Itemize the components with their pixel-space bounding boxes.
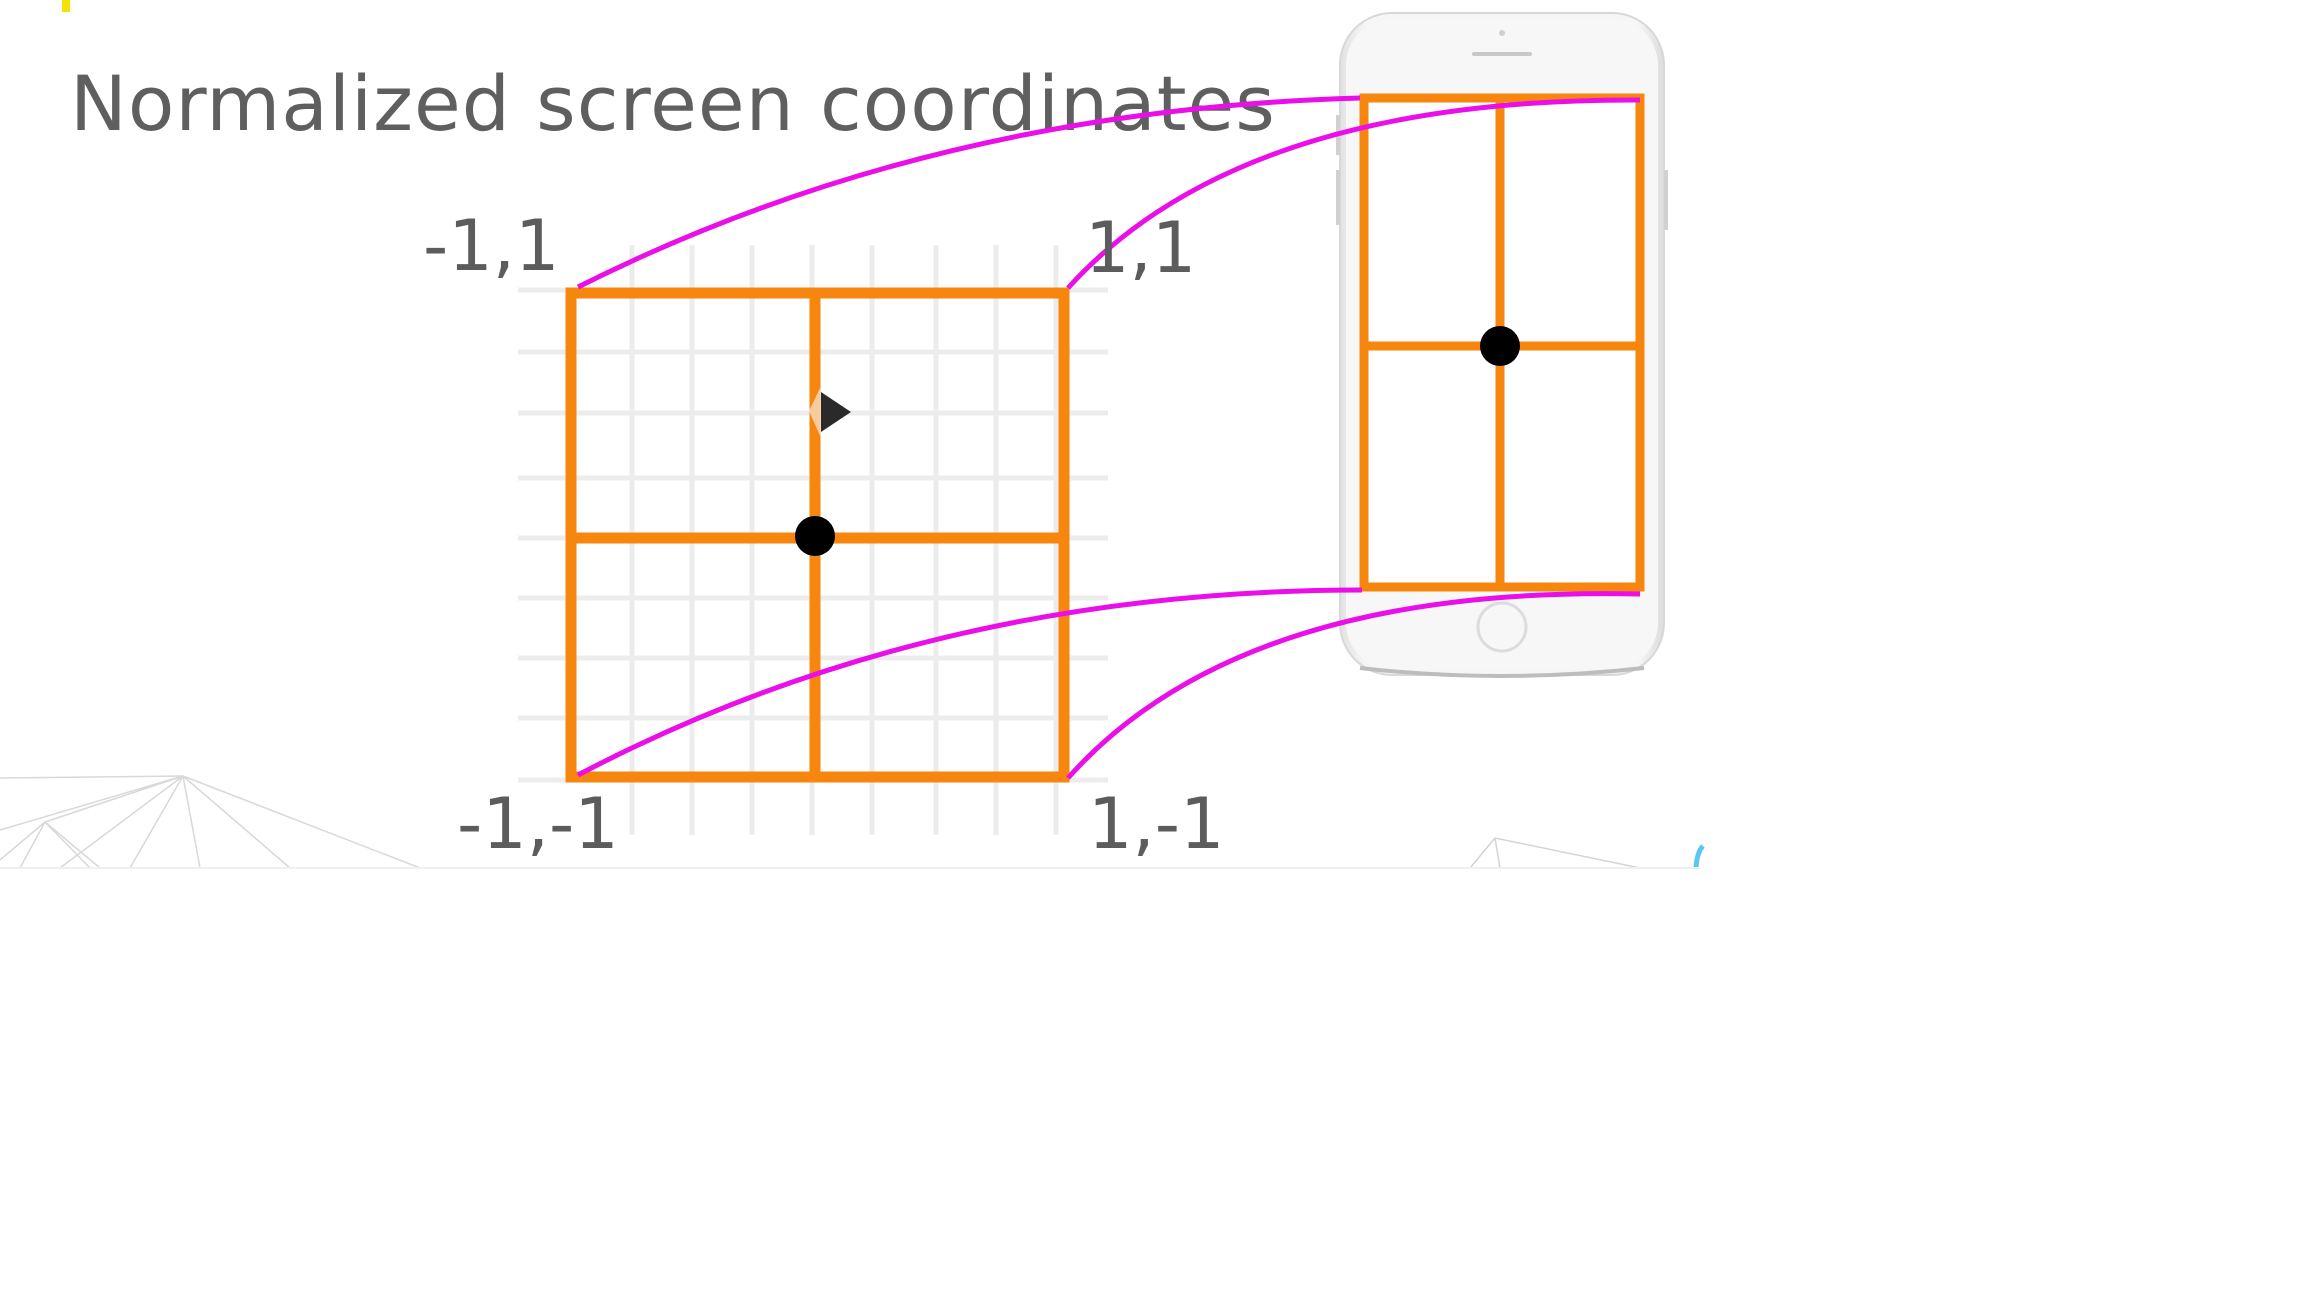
mapping-curve-top-right <box>1066 97 1641 290</box>
phone-center-dot <box>1480 326 1520 366</box>
corner-label-bottom-left: -1,-1 <box>457 783 619 865</box>
network-decoration-right <box>1469 837 1641 869</box>
network-decoration <box>0 775 421 869</box>
slide-title: Normalized screen coordinates <box>70 59 1276 148</box>
blue-accent <box>1693 844 1705 869</box>
ndc-origin-dot <box>795 516 835 556</box>
play-triangle-icon[interactable] <box>809 386 851 438</box>
corner-label-bottom-right: 1,-1 <box>1088 783 1225 865</box>
accent-mark <box>62 0 70 12</box>
mapping-curves <box>576 95 1641 780</box>
mapping-curve-top-left <box>576 95 1361 290</box>
mapping-curve-bottom-left <box>576 587 1363 778</box>
corner-label-top-right: 1,1 <box>1085 207 1196 289</box>
corner-label-top-left: -1,1 <box>423 205 560 287</box>
mapping-curve-bottom-right <box>1066 591 1641 780</box>
